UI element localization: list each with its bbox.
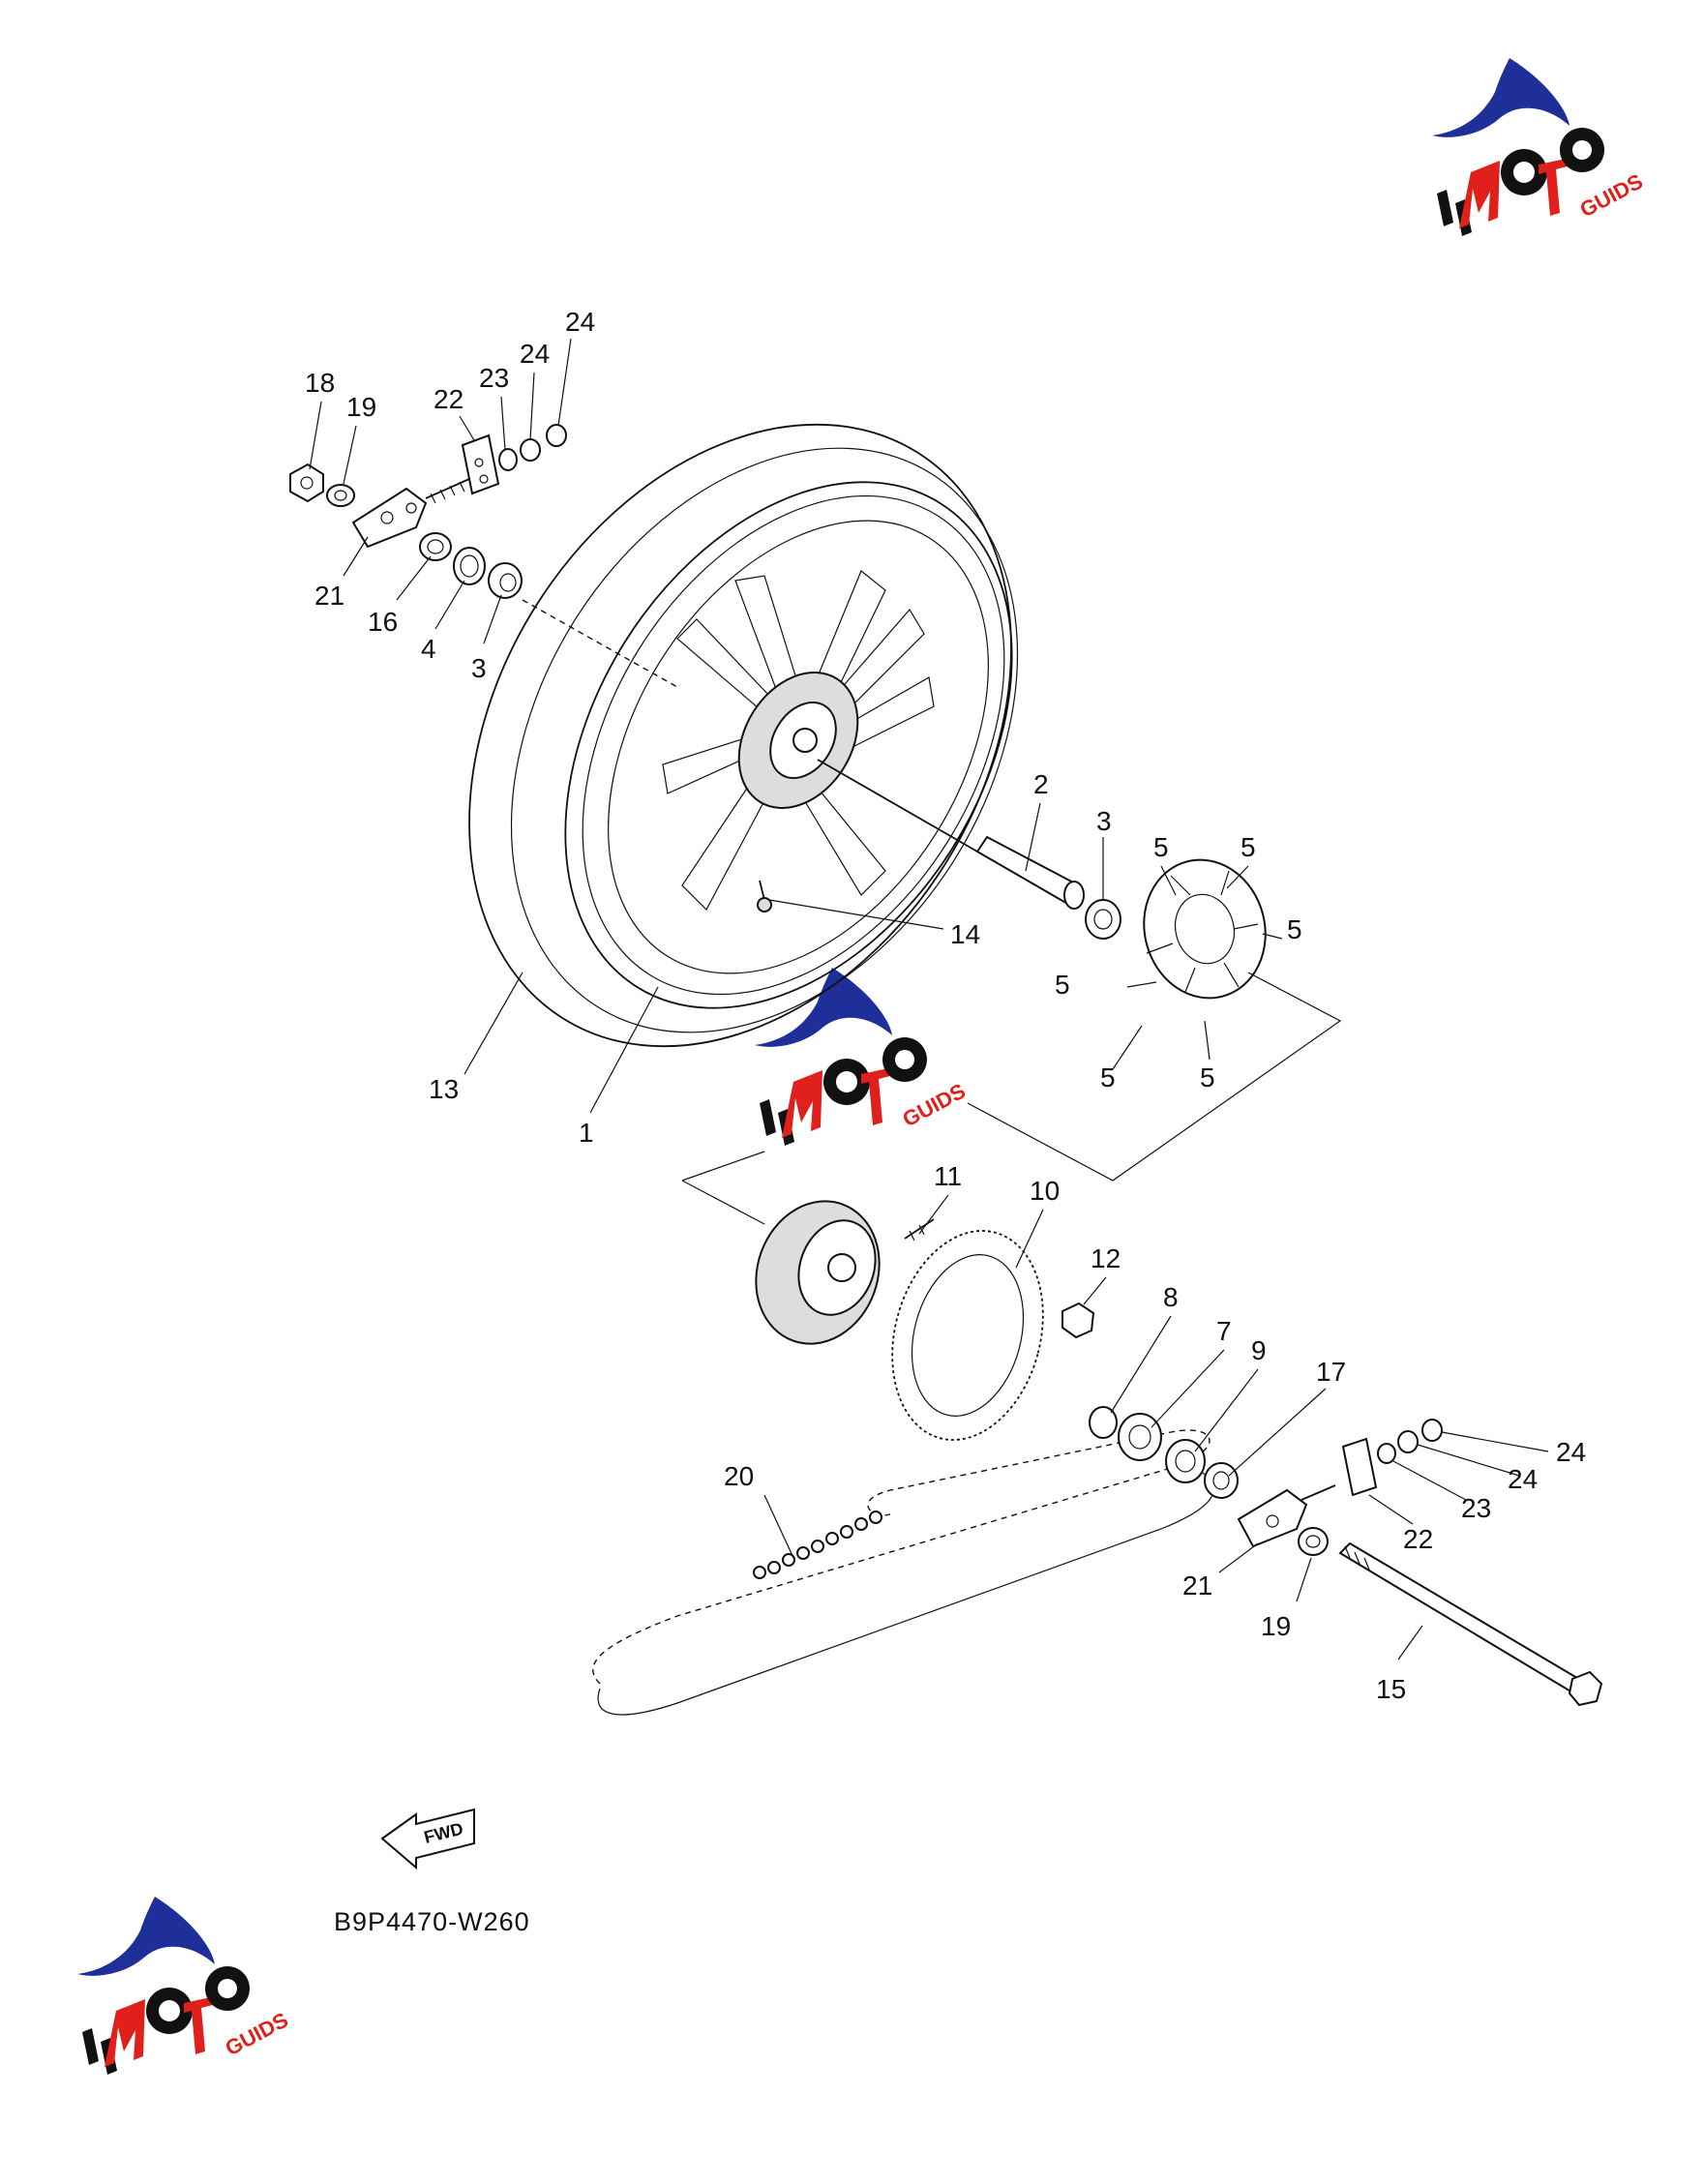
callout-18: 18 <box>305 368 335 398</box>
right-hardware <box>1237 1419 1603 1707</box>
logo-top-right: GUIDS <box>1432 58 1647 236</box>
callout-13: 13 <box>429 1074 459 1104</box>
center-hardware <box>681 835 1342 1225</box>
logo-bottom-left: GUIDS <box>77 1897 292 2075</box>
callout-3: 3 <box>1096 806 1112 836</box>
damper-set <box>1143 858 1267 1000</box>
callout-1: 1 <box>579 1118 594 1148</box>
callout-3: 3 <box>471 653 487 683</box>
callout-24: 24 <box>520 339 550 369</box>
callout-17: 17 <box>1316 1357 1346 1387</box>
callout-22: 22 <box>433 384 463 414</box>
chain-adjuster-left <box>351 478 470 549</box>
callout-5: 5 <box>1055 970 1070 1000</box>
callout-20: 20 <box>724 1461 754 1491</box>
left-hardware <box>289 424 567 599</box>
callout-21: 21 <box>1182 1571 1212 1601</box>
callout-2: 2 <box>1033 769 1049 799</box>
callout-19: 19 <box>346 392 376 422</box>
callout-22: 22 <box>1403 1524 1433 1554</box>
fwd-arrow-icon: FWD <box>380 1808 475 1870</box>
callout-8: 8 <box>1163 1282 1179 1312</box>
callout-5: 5 <box>1287 914 1302 944</box>
callout-10: 10 <box>1030 1176 1060 1206</box>
callout-labels: 18 19 22 23 24 24 21 16 4 3 2 3 5 5 5 5 … <box>305 307 1586 1704</box>
callout-21: 21 <box>314 581 344 611</box>
callout-12: 12 <box>1091 1243 1121 1273</box>
callout-7: 7 <box>1216 1316 1232 1346</box>
callout-5: 5 <box>1153 832 1169 862</box>
callout-23: 23 <box>479 363 509 393</box>
callout-14: 14 <box>950 919 980 949</box>
callout-5: 5 <box>1200 1062 1215 1092</box>
rim <box>564 481 1013 1009</box>
spokes <box>662 570 935 911</box>
callout-9: 9 <box>1251 1335 1267 1365</box>
drive-assembly <box>592 1200 1239 1716</box>
callout-19: 19 <box>1261 1611 1291 1641</box>
logo-text: GUIDS <box>222 2008 292 2061</box>
callout-24: 24 <box>565 307 595 337</box>
callout-5: 5 <box>1241 832 1256 862</box>
callout-5: 5 <box>1100 1062 1116 1092</box>
callout-23: 23 <box>1461 1493 1491 1523</box>
callout-16: 16 <box>368 607 398 637</box>
logo-text: GUIDS <box>899 1079 970 1132</box>
valve <box>757 880 772 912</box>
logo-text: GUIDS <box>1576 169 1647 223</box>
chain-joint <box>753 1511 882 1579</box>
logo-center: GUIDS <box>755 968 970 1146</box>
leader-lines <box>309 338 1549 1660</box>
callout-15: 15 <box>1376 1674 1406 1704</box>
diagram-code: B9P4470-W260 <box>334 1907 530 1936</box>
callout-24: 24 <box>1556 1437 1586 1467</box>
wheel-assembly <box>468 423 1019 1048</box>
sprocket <box>891 1230 1044 1441</box>
callout-4: 4 <box>421 634 436 664</box>
callout-11: 11 <box>934 1161 962 1191</box>
callout-24: 24 <box>1508 1464 1538 1494</box>
